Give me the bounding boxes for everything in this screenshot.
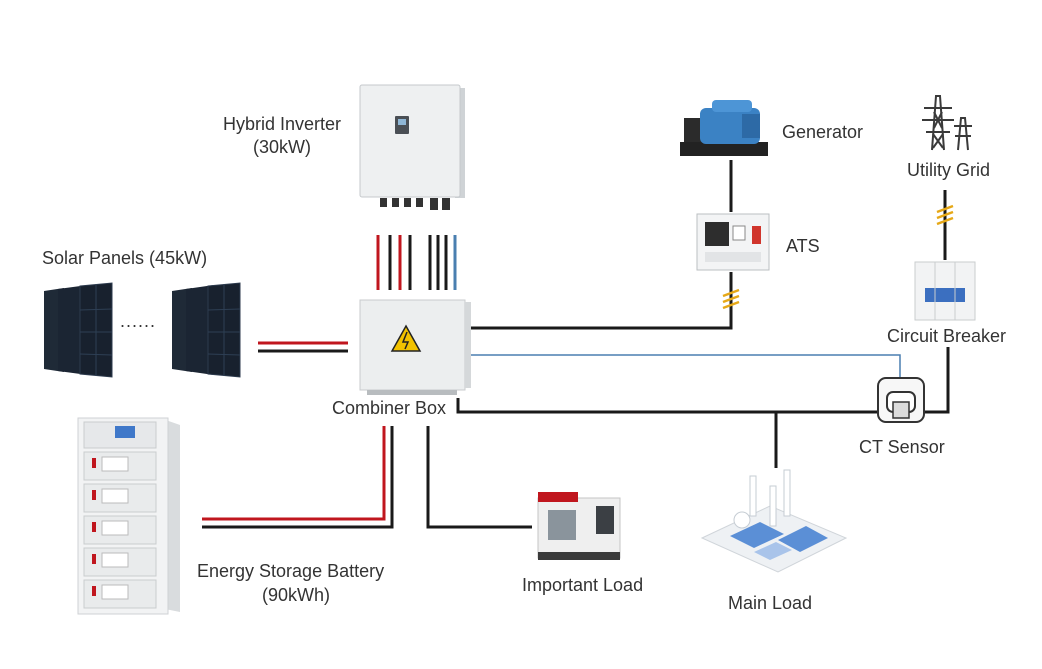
battery-capacity-label: (90kWh) bbox=[261, 585, 331, 605]
main-load-label: Main Load bbox=[728, 593, 813, 613]
inverter-label: Hybrid Inverter bbox=[222, 114, 342, 134]
combiner-label: Combiner Box bbox=[332, 398, 447, 418]
ct-sensor-label: CT Sensor bbox=[859, 437, 945, 457]
battery-rack-icon bbox=[77, 417, 180, 615]
important-load-line bbox=[426, 426, 532, 529]
hybrid-inverter-icon bbox=[359, 84, 465, 210]
generator-icon bbox=[680, 100, 768, 156]
solar-label: Solar Panels (45kW) bbox=[42, 248, 208, 268]
generator-label: Generator bbox=[782, 122, 864, 142]
inverter-power-label: (30kW) bbox=[253, 137, 311, 157]
combiner-ats-line bbox=[470, 272, 733, 330]
circuit-breaker-label: Circuit Breaker bbox=[887, 326, 1007, 346]
ct-sensor-icon bbox=[877, 377, 925, 423]
power-tower-icon bbox=[922, 95, 972, 151]
solar-ellipsis: ...... bbox=[120, 311, 157, 331]
ct-breaker-line bbox=[924, 347, 950, 414]
important-load-label: Important Load bbox=[522, 575, 644, 595]
combiner-box-icon bbox=[359, 299, 471, 395]
high-voltage-warning-icon bbox=[390, 324, 422, 352]
factory-icon bbox=[700, 469, 848, 573]
battery-positive-line bbox=[202, 426, 386, 521]
break-mark-ats bbox=[722, 288, 740, 310]
ct-comm-line bbox=[470, 354, 901, 378]
utility-grid-label: Utility Grid bbox=[907, 160, 991, 180]
connection-lines bbox=[202, 160, 950, 529]
ats-switch-icon bbox=[696, 213, 770, 271]
break-mark-utility bbox=[936, 204, 954, 226]
battery-negative-line bbox=[202, 426, 394, 529]
ats-label: ATS bbox=[786, 236, 820, 256]
solar-panel-icon bbox=[44, 282, 241, 378]
battery-label: Energy Storage Battery bbox=[197, 561, 385, 581]
main-load-bus bbox=[456, 398, 878, 414]
circuit-breaker-icon bbox=[914, 261, 976, 321]
cnc-machine-icon bbox=[537, 492, 621, 560]
break-marks bbox=[722, 204, 954, 310]
